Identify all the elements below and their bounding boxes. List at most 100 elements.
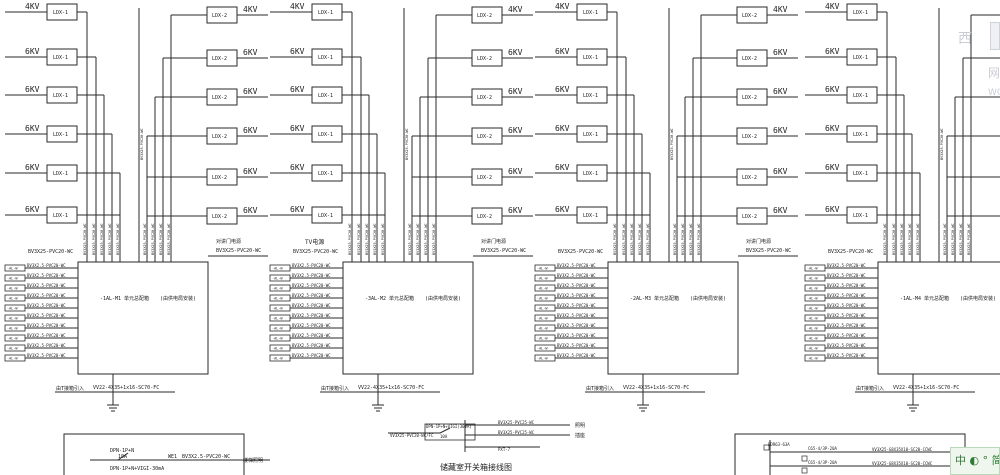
bottom-mid-use2: 插座: [575, 432, 585, 439]
branch-tag-label-5: -AL-W: [272, 317, 283, 321]
box-note: (由供电局安装): [160, 295, 196, 302]
top-left-label: TV电源: [305, 238, 324, 246]
branch-cable-5: BV3X2.5-PVC20-WC: [292, 313, 331, 318]
ldx-label-left-5: LDX-1: [53, 213, 68, 219]
branch-tag-label-8: -AL-W: [272, 347, 283, 351]
branch-cable-4: BV3X2.5-PVC20-WC: [557, 303, 596, 308]
kv-label-left-0: 4KV: [825, 2, 840, 11]
ldx-label-right-4: LDX-2: [742, 175, 757, 181]
incoming-label: 由T接箱引入: [586, 385, 614, 392]
panel-p1: LDX-14KVLDX-16KVLDX-16KVLDX-16KVLDX-16KV…: [4, 2, 268, 412]
riser-cable-left-4: BV3X25-PVC20-WC: [916, 223, 920, 255]
scrollbar-stub[interactable]: [990, 22, 1000, 50]
riser-cable-left-0: BV3X25-PVC20-WC: [613, 223, 617, 255]
box-note: (由供电局安装): [425, 295, 461, 302]
branch-tag-label-4: -AL-W: [807, 307, 818, 311]
ldx-label-left-3: LDX-1: [853, 132, 868, 138]
kv-label-left-1: 6KV: [825, 47, 840, 56]
ldx-label-right-2: LDX-2: [742, 95, 757, 101]
incoming-label: 由T接箱引入: [56, 385, 84, 392]
box-name: -3AL-M2: [365, 296, 386, 302]
ldx-label-left-2: LDX-1: [318, 93, 333, 99]
kv-label-left-5: 6KV: [290, 205, 305, 214]
branch-tag-label-5: -AL-W: [537, 317, 548, 321]
kv-label-left-2: 6KV: [290, 85, 305, 94]
bottom-left-cable: BV3X2.5-PVC20-WC: [182, 454, 230, 460]
branch-cable-5: BV3X2.5-PVC20-WC: [27, 313, 66, 318]
riser-cable-right-1: BV3X25-PVC20-WC: [424, 223, 428, 255]
ldx-label-right-1: LDX-2: [742, 56, 757, 62]
ldx-label-left-4: LDX-1: [318, 171, 333, 177]
trunk-cable-label: BV3X25-PVC20-WC: [405, 128, 409, 160]
sub-cable-label: BV3X25-PVC20-WC: [293, 249, 338, 255]
box-name: -1AL-M4: [900, 296, 921, 302]
kv-label-left-3: 6KV: [25, 124, 40, 133]
bottom-right-breaker3: C65-4/3P-20A: [808, 460, 837, 465]
branch-cable-9: BV3X2.5-PVC20-WC: [292, 353, 331, 358]
riser-cable-right-1: BV3X25-PVC20-WC: [689, 223, 693, 255]
riser-cable-right-2: BV3X25-PVC20-WC: [416, 223, 420, 255]
branch-tag-label-2: -AL-W: [7, 287, 18, 291]
ldx-label-right-3: LDX-2: [742, 134, 757, 140]
panels-layer: LDX-1 4KV LDX-1 6KV LDX-1 6KV LDX-1 6KV LDX-1 6KV…: [4, 2, 1000, 412]
riser-cable-left-1: BV3X25-PVC20-WC: [92, 223, 96, 255]
branch-cable-5: BV3X2.5-PVC20-WC: [827, 313, 866, 318]
riser-cable-left-4: BV3X25-PVC20-WC: [381, 223, 385, 255]
riser-cable-right-1: BV3X25-PVC20-WC: [159, 223, 163, 255]
branch-cable-3: BV3X2.5-PVC20-WC: [557, 293, 596, 298]
ldx-label-right-4: LDX-2: [477, 175, 492, 181]
kv-label-left-4: 6KV: [825, 163, 840, 172]
ldx-label-right-0: LDX-2: [742, 13, 757, 19]
sub-cable-label: BV3X25-PVC20-WC: [28, 249, 73, 255]
box-name: -1AL-M1: [100, 296, 121, 302]
top-right-label: 对讲门电源: [216, 238, 241, 245]
box-function: 单元总配箱: [924, 295, 949, 302]
riser-cable-left-4: BV3X25-PVC20-WC: [116, 223, 120, 255]
ldx-label-right-5: LDX-2: [477, 214, 492, 220]
branch-tag-label-3: -AL-W: [272, 297, 283, 301]
ldx-label-left-3: LDX-1: [583, 132, 598, 138]
branch-cable-6: BV3X2.5-PVC20-WC: [27, 323, 66, 328]
riser-cable-right-0: BV3X25-PVC20-WC: [697, 223, 701, 255]
kv-label-left-4: 6KV: [290, 163, 305, 172]
branch-cable-3: BV3X2.5-PVC20-WC: [27, 293, 66, 298]
trunk-cable-label: BV3X25-PVC20-WC: [140, 128, 144, 160]
box-note: (由供电局安装): [690, 295, 726, 302]
top-right-cable: BV3X25-PVC20-WC: [481, 248, 526, 254]
bottom-left-detail-frame: [63, 433, 245, 475]
ldx-label-left-1: LDX-1: [318, 55, 333, 61]
sub-cable-label: BV3X25-PVC20-WC: [828, 249, 873, 255]
kv-label-left-3: 6KV: [290, 124, 305, 133]
branch-cable-4: BV3X2.5-PVC20-WC: [27, 303, 66, 308]
bottom-right-breaker1-mark: [763, 444, 770, 451]
bottom-mid-out1: BV3X25-PVC25-WC: [498, 420, 535, 425]
input-method-badge[interactable]: 中 ◐ ° 简: [950, 447, 1000, 475]
branch-tag-label-1: -AL-W: [7, 277, 18, 281]
panel-p3: LDX-14KVLDX-16KVLDX-16KVLDX-16KVLDX-16KV…: [534, 2, 798, 412]
riser-cable-left-2: BV3X25-PVC20-WC: [900, 223, 904, 255]
kv-label-right-1: 6KV: [508, 48, 523, 57]
main-distribution-box: [77, 261, 209, 375]
branch-cable-0: BV3X2.5-PVC20-WC: [292, 263, 331, 268]
incoming-cable: VV22-4X35+1x16-SC70-FC: [623, 385, 689, 391]
branch-tag-label-8: -AL-W: [7, 347, 18, 351]
incoming-cable: VV22-4X35+1x16-SC70-FC: [93, 385, 159, 391]
branch-cable-3: BV3X2.5-PVC20-WC: [827, 293, 866, 298]
branch-tag-label-1: -AL-W: [807, 277, 818, 281]
riser-cable-right-1: BV3X25-PVC20-WC: [959, 223, 963, 255]
kv-label-left-5: 6KV: [825, 205, 840, 214]
bottom-right-cable1: VV3X25-G8X35X10-SC20-CCWC: [872, 447, 933, 452]
branch-cable-6: BV3X2.5-PVC20-WC: [557, 323, 596, 328]
riser-cable-left-4: BV3X25-PVC20-WC: [646, 223, 650, 255]
bottom-right-breaker1: BDR63-63A: [768, 442, 790, 447]
branch-cable-7: BV3X2.5-PVC20-WC: [827, 333, 866, 338]
riser-cable-right-0: BV3X25-PVC20-WC: [967, 223, 971, 255]
main-distribution-box: [342, 261, 474, 375]
branch-cable-2: BV3X2.5-PVC20-WC: [292, 283, 331, 288]
kv-label-right-3: 6KV: [773, 126, 788, 135]
ldx-label-right-0: LDX-2: [477, 13, 492, 19]
branch-tag-label-3: -AL-W: [7, 297, 18, 301]
panel-p4: LDX-14KVLDX-16KVLDX-16KVLDX-16KVLDX-16KV…: [804, 2, 1000, 412]
top-right-label: 对讲门电源: [746, 238, 771, 245]
